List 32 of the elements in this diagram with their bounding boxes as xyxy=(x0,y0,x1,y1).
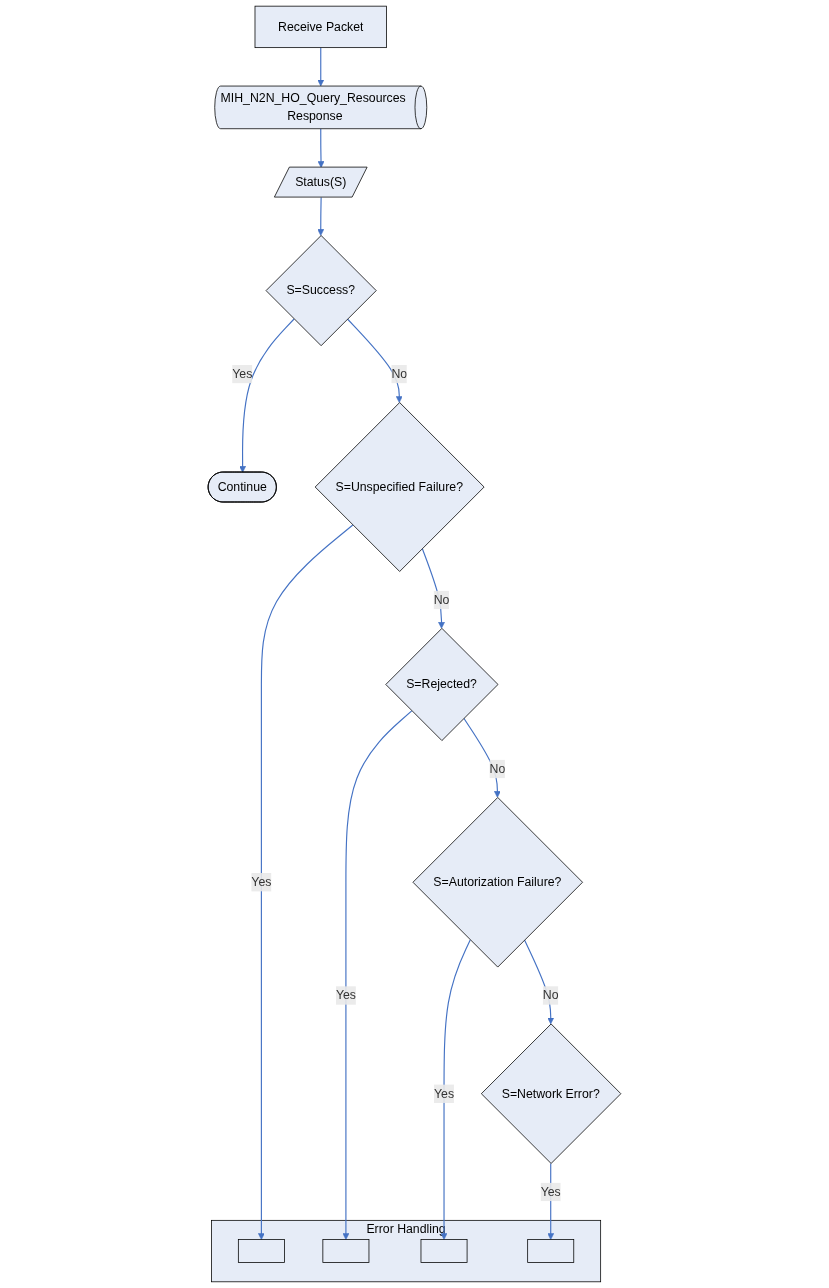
edge-label: Yes xyxy=(433,1086,455,1100)
node-diamond: S=Success? xyxy=(265,235,377,347)
edge-label: Yes xyxy=(540,1185,561,1199)
arrow xyxy=(523,939,555,1025)
node-diamond: S=Autorization Failure? xyxy=(412,797,583,968)
arrow xyxy=(239,318,295,473)
node-box xyxy=(237,1239,285,1263)
node-box xyxy=(527,1239,575,1263)
cluster: Error Handling xyxy=(211,1219,602,1283)
node-box: Receive Packet xyxy=(254,5,387,49)
arrow xyxy=(317,47,325,87)
node-text: MIH_N2N_HO_Query_Resources Response xyxy=(220,91,406,123)
arrow xyxy=(463,717,501,798)
edge-label: No xyxy=(433,593,450,607)
node-diamond: S=Rejected? xyxy=(385,628,499,741)
arrow xyxy=(317,196,325,236)
node-box xyxy=(322,1239,370,1263)
arrow xyxy=(342,710,413,1240)
edge-label: No xyxy=(542,988,559,1002)
edge-label: No xyxy=(489,762,506,776)
node-diamond: S=Unspecified Failure? xyxy=(314,402,485,572)
arrow xyxy=(421,547,445,629)
edge-label: Yes xyxy=(232,367,253,381)
edge-label: Yes xyxy=(335,988,356,1002)
arrow xyxy=(258,524,354,1240)
node-box xyxy=(420,1239,468,1263)
edge-label: No xyxy=(391,367,408,381)
edge-label: Yes xyxy=(251,875,272,889)
node-diamond: S=Network Error? xyxy=(480,1023,622,1164)
arrow xyxy=(346,318,403,403)
arrow xyxy=(317,128,325,168)
arrow xyxy=(440,939,471,1240)
